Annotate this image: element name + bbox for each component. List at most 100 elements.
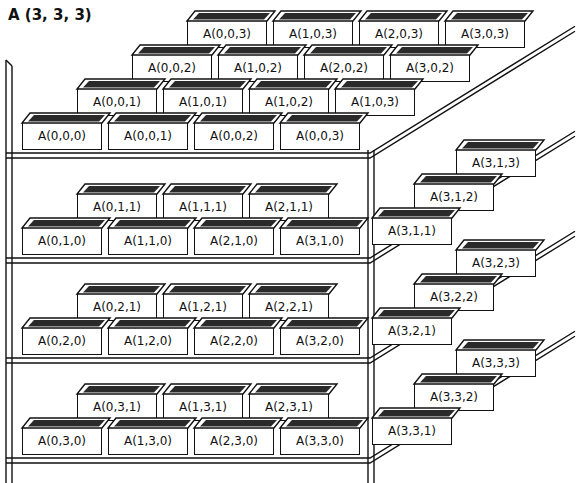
array-box: A(0,2,0) [22,327,102,355]
array-box: A(3,1,3) [456,149,536,177]
array-box: A(0,3,0) [22,427,102,455]
box-top [414,173,504,184]
box-label: A(2,1,1) [265,200,313,214]
array-box: A(3,3,1) [372,417,452,445]
box-label: A(0,3,1) [93,400,141,414]
box-label: A(0,0,2) [210,129,258,143]
box-label: A(0,1,0) [38,234,86,248]
box-label: A(0,0,1) [124,129,172,143]
array-box: A(0,2,1) [77,293,157,321]
array-box: A(3,3,3) [456,349,536,377]
box-top [77,183,167,194]
array-box: A(3,0,2) [390,54,470,82]
array-box: A(0,1,1) [77,193,157,221]
box-top [280,112,370,123]
array-title: A (3, 3, 3) [8,6,92,24]
box-label: A(3,3,0) [296,434,344,448]
array-box: A(3,3,2) [414,383,494,411]
box-top [218,44,308,55]
array-box: A(1,2,1) [163,293,243,321]
box-label: A(3,1,0) [296,234,344,248]
array-box: A(1,1,0) [108,227,188,255]
box-top [273,10,363,21]
box-top [22,417,112,428]
array-box: A(3,2,1) [372,317,452,345]
box-label: A(1,1,1) [179,200,227,214]
array-box: A(0,0,2) [194,122,274,150]
box-top [414,273,504,284]
box-label: A(1,3,1) [179,400,227,414]
box-top [108,217,198,228]
array-box: A(3,1,1) [372,217,452,245]
box-top [108,417,198,428]
box-label: A(3,1,3) [472,156,520,170]
box-top [163,183,253,194]
box-top [359,10,449,21]
box-label: A(3,0,3) [461,27,509,41]
array-box: A(1,0,2) [218,54,298,82]
box-label: A(2,2,1) [265,300,313,314]
box-label: A(0,3,0) [38,434,86,448]
box-top [77,383,167,394]
box-top [372,407,462,418]
box-label: A(2,1,0) [210,234,258,248]
array-box: A(1,0,1) [163,88,243,116]
box-top [163,283,253,294]
array-box: A(1,0,2) [249,88,329,116]
array-box: A(0,0,3) [187,20,267,48]
box-label: A(1,1,0) [124,234,172,248]
array-box: A(1,1,1) [163,193,243,221]
box-top [456,339,546,350]
box-label: A(0,2,0) [38,334,86,348]
box-label: A(3,3,3) [472,356,520,370]
array-box: A(2,2,0) [194,327,274,355]
box-top [194,217,284,228]
box-top [414,373,504,384]
box-label: A(3,2,2) [430,290,478,304]
box-label: A(2,0,3) [375,27,423,41]
box-label: A(0,0,3) [296,129,344,143]
array-box: A(2,0,2) [304,54,384,82]
box-label: A(3,2,3) [472,256,520,270]
array-box: A(0,0,1) [108,122,188,150]
box-top [372,207,462,218]
array-box: A(2,1,0) [194,227,274,255]
box-top [194,317,284,328]
array-box: A(0,0,1) [77,88,157,116]
box-label: A(3,3,2) [430,390,478,404]
box-top [372,307,462,318]
box-top [194,417,284,428]
box-top [108,112,198,123]
array-box: A(1,3,1) [163,393,243,421]
box-label: A(3,2,1) [388,324,436,338]
box-label: A(3,0,2) [406,61,454,75]
box-label: A(3,1,2) [430,190,478,204]
box-top [280,217,370,228]
box-label: A(0,2,1) [93,300,141,314]
box-label: A(0,0,3) [203,27,251,41]
box-label: A(2,3,1) [265,400,313,414]
shelf-lines [6,26,575,483]
array-box: A(3,2,2) [414,283,494,311]
array-box: A(0,1,0) [22,227,102,255]
array-box: A(0,0,0) [22,122,102,150]
box-top [22,217,112,228]
box-label: A(3,1,1) [388,224,436,238]
box-top [77,78,167,89]
box-top [456,139,546,150]
box-label: A(2,3,0) [210,434,258,448]
box-top [22,112,112,123]
array-box: A(3,3,0) [280,427,360,455]
box-label: A(0,1,1) [93,200,141,214]
array-box: A(2,1,1) [249,193,329,221]
box-label: A(0,0,1) [93,95,141,109]
box-label: A(1,3,0) [124,434,172,448]
array-box: A(0,0,2) [132,54,212,82]
array-box: A(3,1,0) [280,227,360,255]
array-box: A(3,1,2) [414,183,494,211]
box-top [163,383,253,394]
box-label: A(2,2,0) [210,334,258,348]
box-label: A(1,0,3) [289,27,337,41]
box-top [249,383,339,394]
box-label: A(1,0,1) [179,95,227,109]
